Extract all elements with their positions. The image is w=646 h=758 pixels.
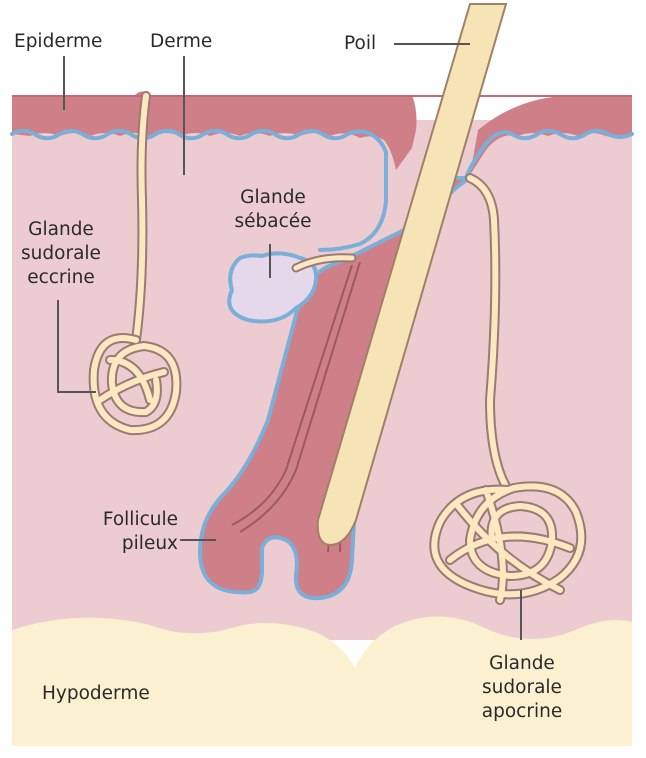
sebaceous-duct [293, 255, 355, 271]
hair-shaft [316, 3, 508, 547]
epidermis-right-layer [470, 96, 632, 175]
label-glande-sebacee: Glande sébacée [225, 186, 321, 234]
label-glande-sudorale-eccrine: Glande sudorale eccrine [6, 218, 116, 290]
apocrine-duct [467, 175, 511, 493]
label-follicule-line: Follicule [102, 509, 178, 530]
label-poil: Poil [344, 33, 377, 54]
label-derme: Derme [150, 31, 213, 52]
follicle-inner-line [239, 261, 361, 533]
label-apocrine-line: Glande [489, 653, 555, 674]
label-eccrine-line: sudorale [21, 243, 101, 264]
leader-eccrine [57, 300, 96, 393]
hypodermis-layer [12, 616, 632, 746]
label-glande-sebacee-line: sébacée [234, 211, 312, 232]
label-apocrine-line: apocrine [481, 701, 563, 722]
basal-membrane-left [10, 128, 388, 252]
label-follicule-pileux: Follicule pileux [78, 508, 178, 556]
basal-membrane-right [464, 128, 634, 180]
eccrine-duct [133, 93, 149, 343]
apocrine-gland-coil [429, 481, 587, 605]
leader-lines [57, 43, 522, 640]
label-eccrine-line: Glande [28, 219, 94, 240]
label-glande-sebacee-line: Glande [240, 187, 306, 208]
label-glande-sudorale-apocrine: Glande sudorale apocrine [466, 652, 578, 724]
label-hypoderme: Hypoderme [42, 683, 150, 704]
label-apocrine-line: sudorale [482, 677, 562, 698]
label-eccrine-line: eccrine [27, 267, 95, 288]
label-follicule-line: pileux [121, 533, 178, 554]
eccrine-gland-coil [88, 333, 182, 436]
label-epiderme: Epiderme [14, 31, 103, 52]
follicle-inner-line [231, 264, 353, 526]
